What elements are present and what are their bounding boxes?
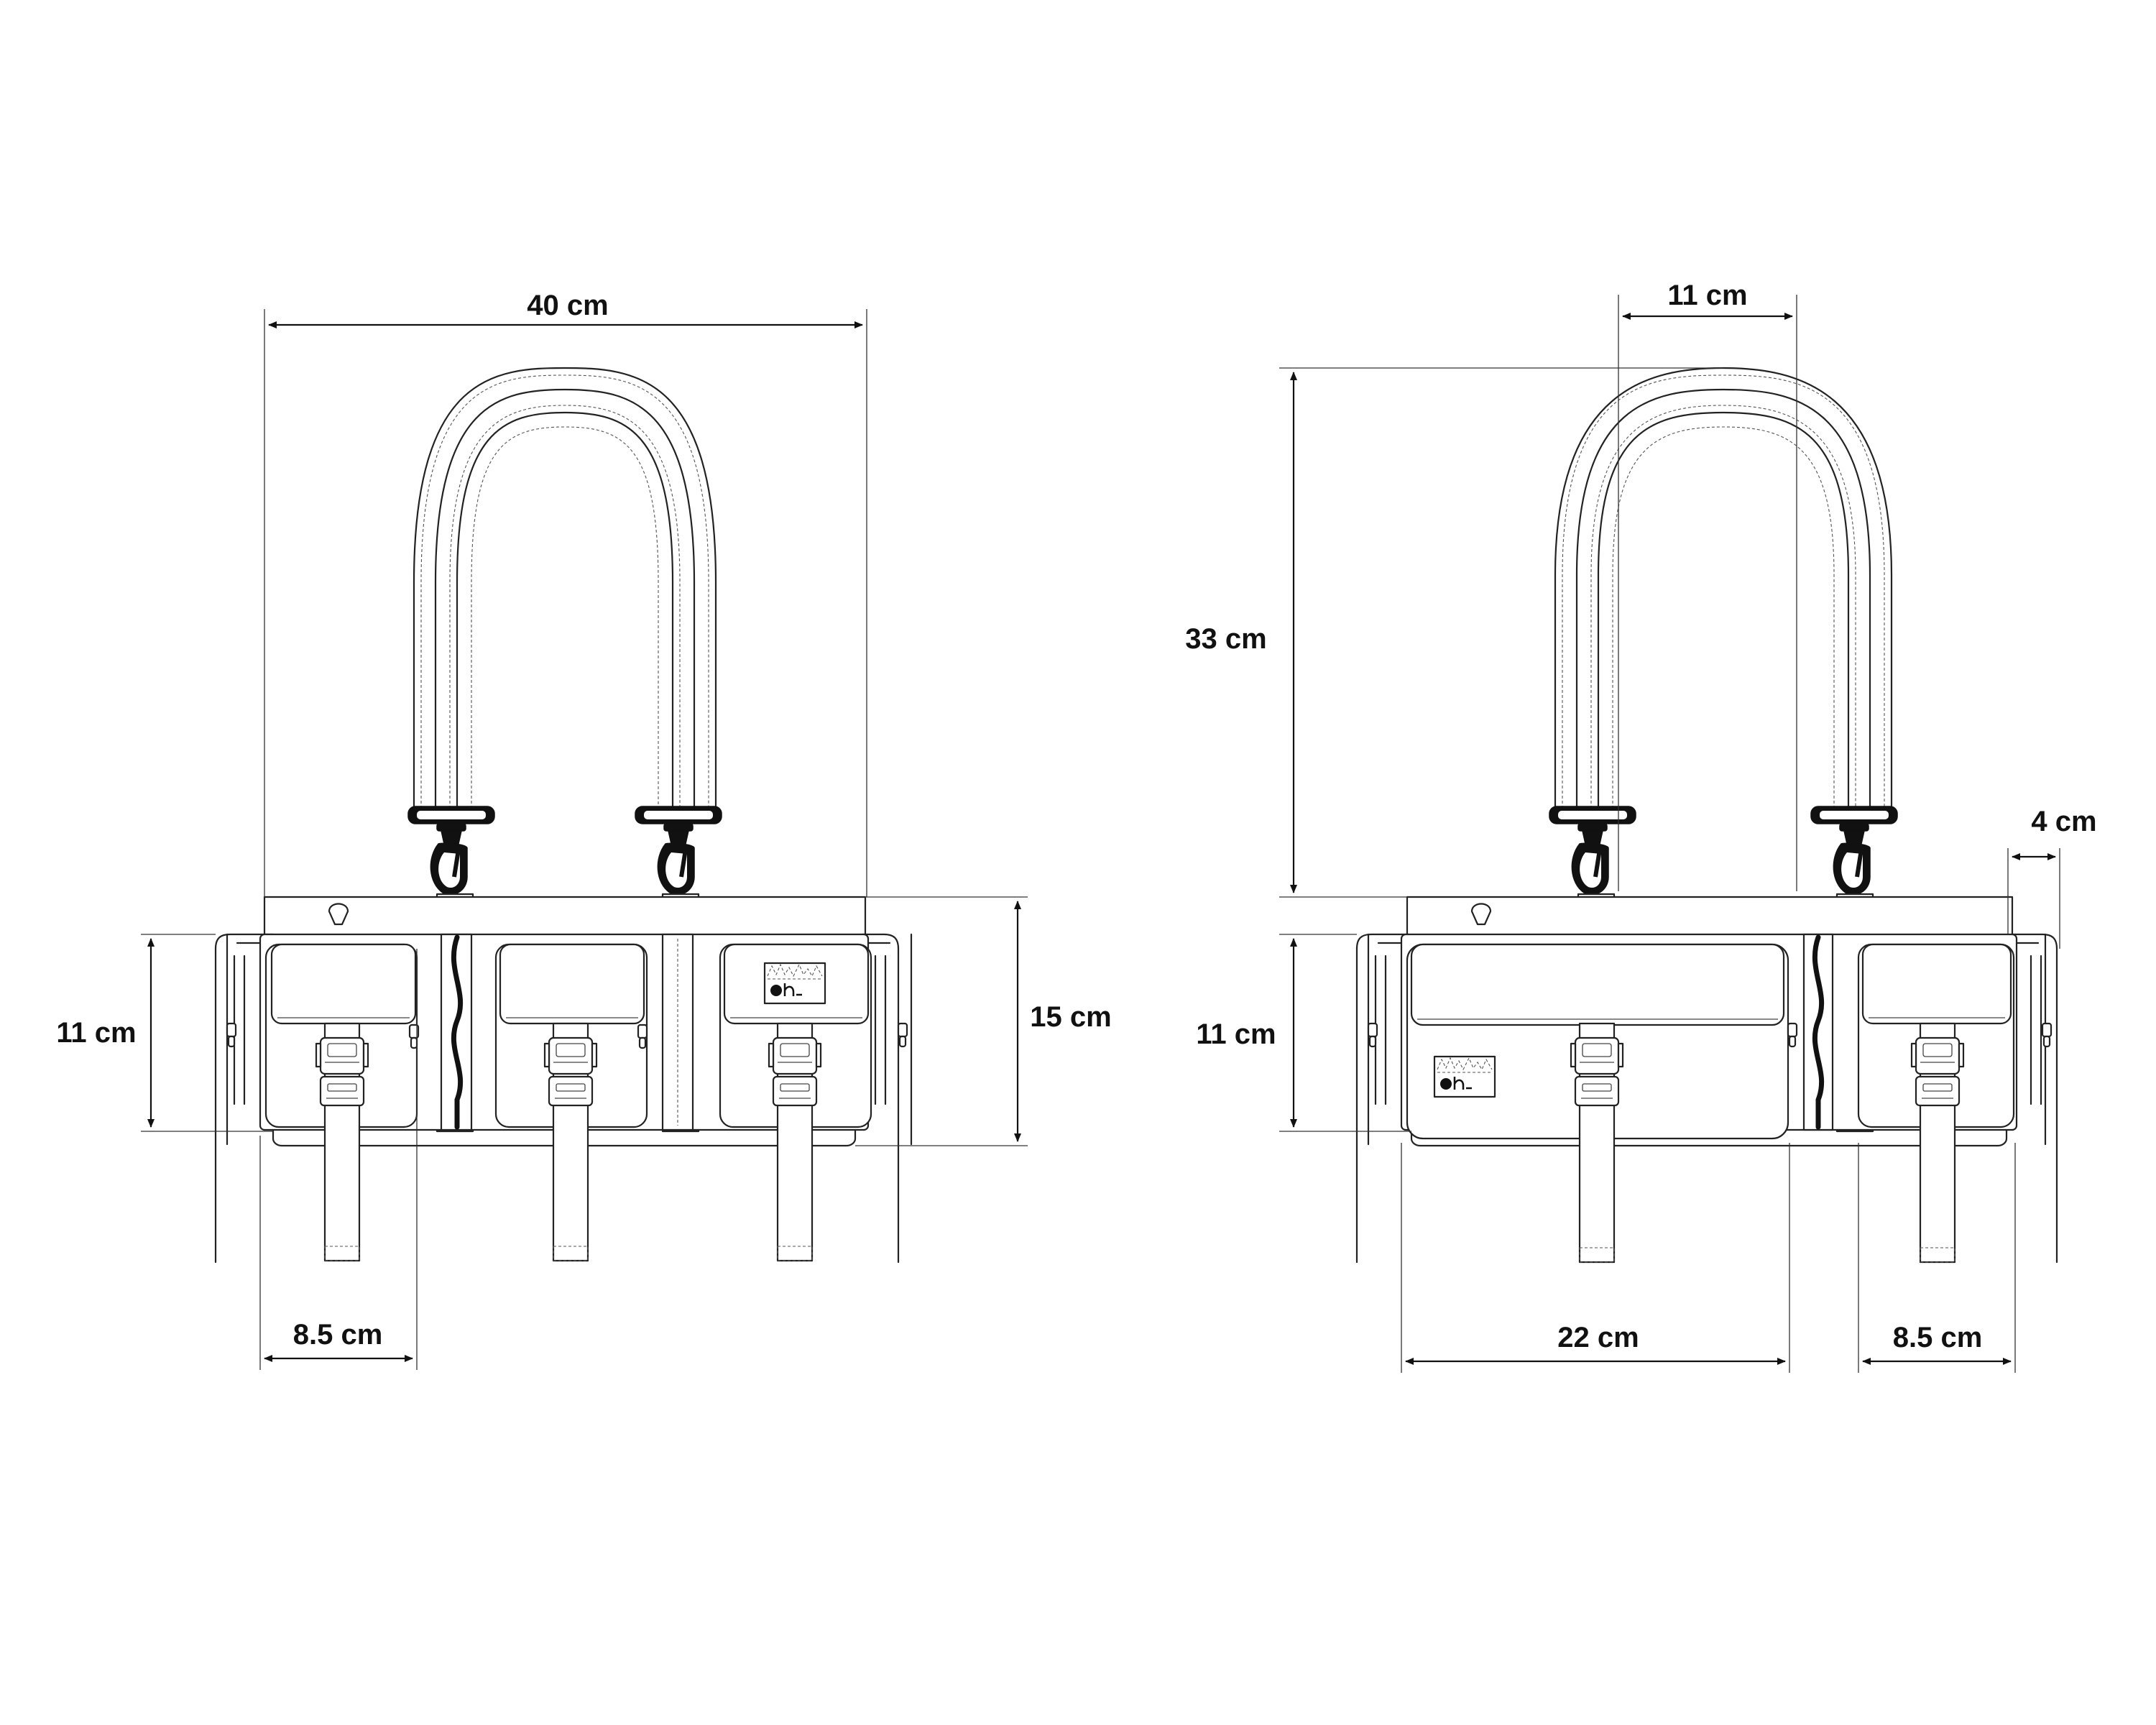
side-pocket-straps bbox=[1570, 1022, 1965, 1264]
dim-front-total-height: 15 cm bbox=[1030, 1001, 1111, 1033]
side-left-hook bbox=[1549, 806, 1636, 895]
side-brand-patch-icon bbox=[1433, 1055, 1496, 1098]
dim-side-handle-spacing: 11 cm bbox=[1667, 280, 1747, 311]
front-view: 40 cm 11 cm 15 cm 8.5 cm bbox=[56, 290, 1112, 1370]
side-view: 11 cm 33 cm 4 cm 11 cm 22 cm 8.5 cm bbox=[1185, 280, 2097, 1373]
front-left-hook bbox=[408, 806, 494, 895]
brand-patch-icon bbox=[763, 962, 826, 1005]
dim-side-body-height: 11 cm bbox=[1196, 1018, 1276, 1050]
dim-front-pocket-width: 8.5 cm bbox=[293, 1319, 383, 1351]
dim-front-body-height: 11 cm bbox=[56, 1017, 136, 1049]
side-top-band bbox=[1406, 896, 2014, 937]
side-handles bbox=[1554, 367, 1893, 815]
dim-side-small-pocket-width: 8.5 cm bbox=[1893, 1322, 1983, 1353]
side-right-hook bbox=[1811, 806, 1897, 895]
dim-side-strap-width: 4 cm bbox=[2031, 806, 2096, 837]
front-handles bbox=[413, 367, 717, 815]
front-right-hook bbox=[635, 806, 722, 895]
front-pocket-straps bbox=[315, 1022, 822, 1262]
front-top-band bbox=[263, 896, 867, 937]
front-tab-loop bbox=[328, 903, 349, 926]
side-tab-loop bbox=[1470, 903, 1492, 926]
dim-front-width: 40 cm bbox=[527, 290, 608, 321]
dim-side-handle-height: 33 cm bbox=[1185, 623, 1266, 655]
dim-side-main-pocket-width: 22 cm bbox=[1557, 1322, 1639, 1353]
